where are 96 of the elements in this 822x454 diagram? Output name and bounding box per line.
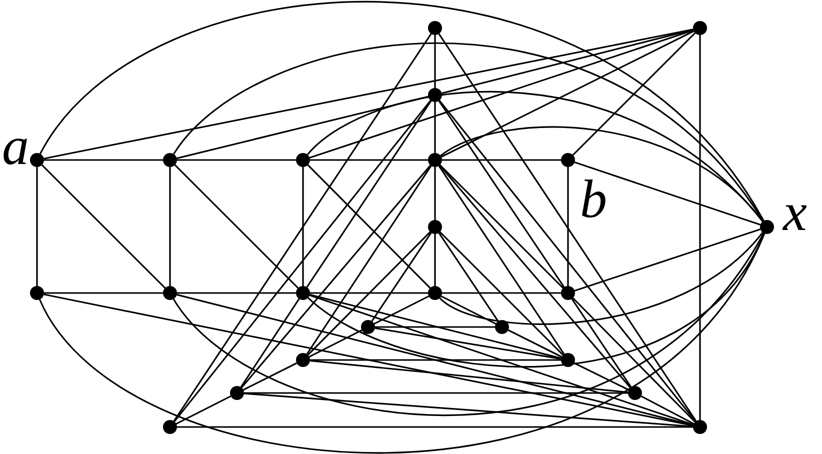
edge-line xyxy=(442,159,561,161)
edge-line xyxy=(177,292,296,294)
edge-line xyxy=(374,327,562,360)
edge-line xyxy=(310,292,428,294)
edge-line xyxy=(44,294,694,426)
edge-line xyxy=(567,167,569,286)
vertex-dot xyxy=(361,320,375,334)
edge-line xyxy=(438,100,696,422)
edge-line xyxy=(374,295,430,325)
edge-line xyxy=(439,164,631,388)
edge-line xyxy=(307,231,431,356)
edge-line xyxy=(434,35,436,88)
vertex-label: b xyxy=(580,172,607,226)
edge-line xyxy=(307,164,431,289)
vertex-label: a xyxy=(2,119,29,173)
vertex-dot xyxy=(693,420,707,434)
edge-line xyxy=(240,298,300,388)
edge-line xyxy=(438,33,697,422)
edge-line xyxy=(310,159,428,161)
edge-line xyxy=(571,298,632,388)
edge-line xyxy=(572,32,696,156)
vertex-dot xyxy=(428,286,442,300)
curved-edge xyxy=(306,91,764,222)
edge-line xyxy=(244,392,628,394)
edge-line xyxy=(44,292,163,294)
edge-line xyxy=(41,164,166,289)
edge-line xyxy=(309,29,694,159)
vertex-dot xyxy=(760,220,774,234)
edge-line xyxy=(309,294,694,426)
vertex-dot xyxy=(628,386,642,400)
edge-line xyxy=(439,164,564,289)
edge-line xyxy=(44,159,163,161)
edge-line xyxy=(572,297,696,423)
edge-line xyxy=(306,100,432,288)
curved-edge xyxy=(440,126,764,222)
vertex-dot xyxy=(495,320,509,334)
edge-line xyxy=(176,96,428,160)
edge-line xyxy=(438,165,565,355)
edge-line xyxy=(177,159,296,161)
edge-line xyxy=(434,234,436,286)
edge-line xyxy=(310,359,561,361)
vertex-dot xyxy=(163,420,177,434)
edge-line xyxy=(173,33,432,422)
edge-line xyxy=(240,164,432,388)
curved-edge xyxy=(40,1,764,222)
edge-line xyxy=(310,360,628,394)
edge-line xyxy=(439,231,564,356)
edge-line xyxy=(308,329,362,358)
vertex-dot xyxy=(428,220,442,234)
curved-edge xyxy=(39,233,766,454)
vertex-dot xyxy=(230,386,244,400)
edge-line xyxy=(169,167,171,286)
edge-line xyxy=(442,292,561,294)
vertex-dot xyxy=(296,353,310,367)
vertex-dot xyxy=(296,153,310,167)
edge-line xyxy=(438,100,565,288)
edge-line xyxy=(174,100,432,422)
edge-line xyxy=(434,167,436,220)
vertex-dot xyxy=(561,286,575,300)
vertex-dot xyxy=(561,353,575,367)
curved-edge xyxy=(173,42,764,222)
edge-line xyxy=(574,228,761,292)
edge-line xyxy=(508,329,562,358)
edge-line xyxy=(574,161,761,226)
edge-line xyxy=(302,167,304,286)
edge-line xyxy=(699,35,701,420)
curved-edge xyxy=(439,232,764,325)
edge-line xyxy=(174,164,299,289)
edge-line xyxy=(310,294,562,360)
edge-line xyxy=(440,30,694,158)
curved-edge xyxy=(308,233,765,368)
edge-line xyxy=(242,362,298,391)
edge-line xyxy=(438,232,499,322)
vertex-dot xyxy=(561,153,575,167)
edge-line xyxy=(640,396,694,424)
edge-line xyxy=(440,295,496,325)
edge-line xyxy=(177,426,693,428)
vertex-dot xyxy=(30,153,44,167)
edge-line xyxy=(306,165,432,355)
vertex-dot xyxy=(163,286,177,300)
vertex-dot xyxy=(296,286,310,300)
edge-line xyxy=(434,102,436,153)
vertex-dot xyxy=(428,21,442,35)
edge-line xyxy=(375,326,495,328)
vertex-dot xyxy=(30,286,44,300)
edge-line xyxy=(44,28,694,160)
edge-line xyxy=(36,167,38,286)
vertex-dot xyxy=(693,21,707,35)
vertex-dot xyxy=(163,153,177,167)
vertex-dot xyxy=(428,153,442,167)
edge-line xyxy=(176,395,232,425)
vertex-dot xyxy=(428,88,442,102)
curved-edge xyxy=(172,232,764,416)
edge-line xyxy=(574,362,630,391)
vertex-label: x xyxy=(783,185,807,239)
edge-line xyxy=(371,232,432,322)
